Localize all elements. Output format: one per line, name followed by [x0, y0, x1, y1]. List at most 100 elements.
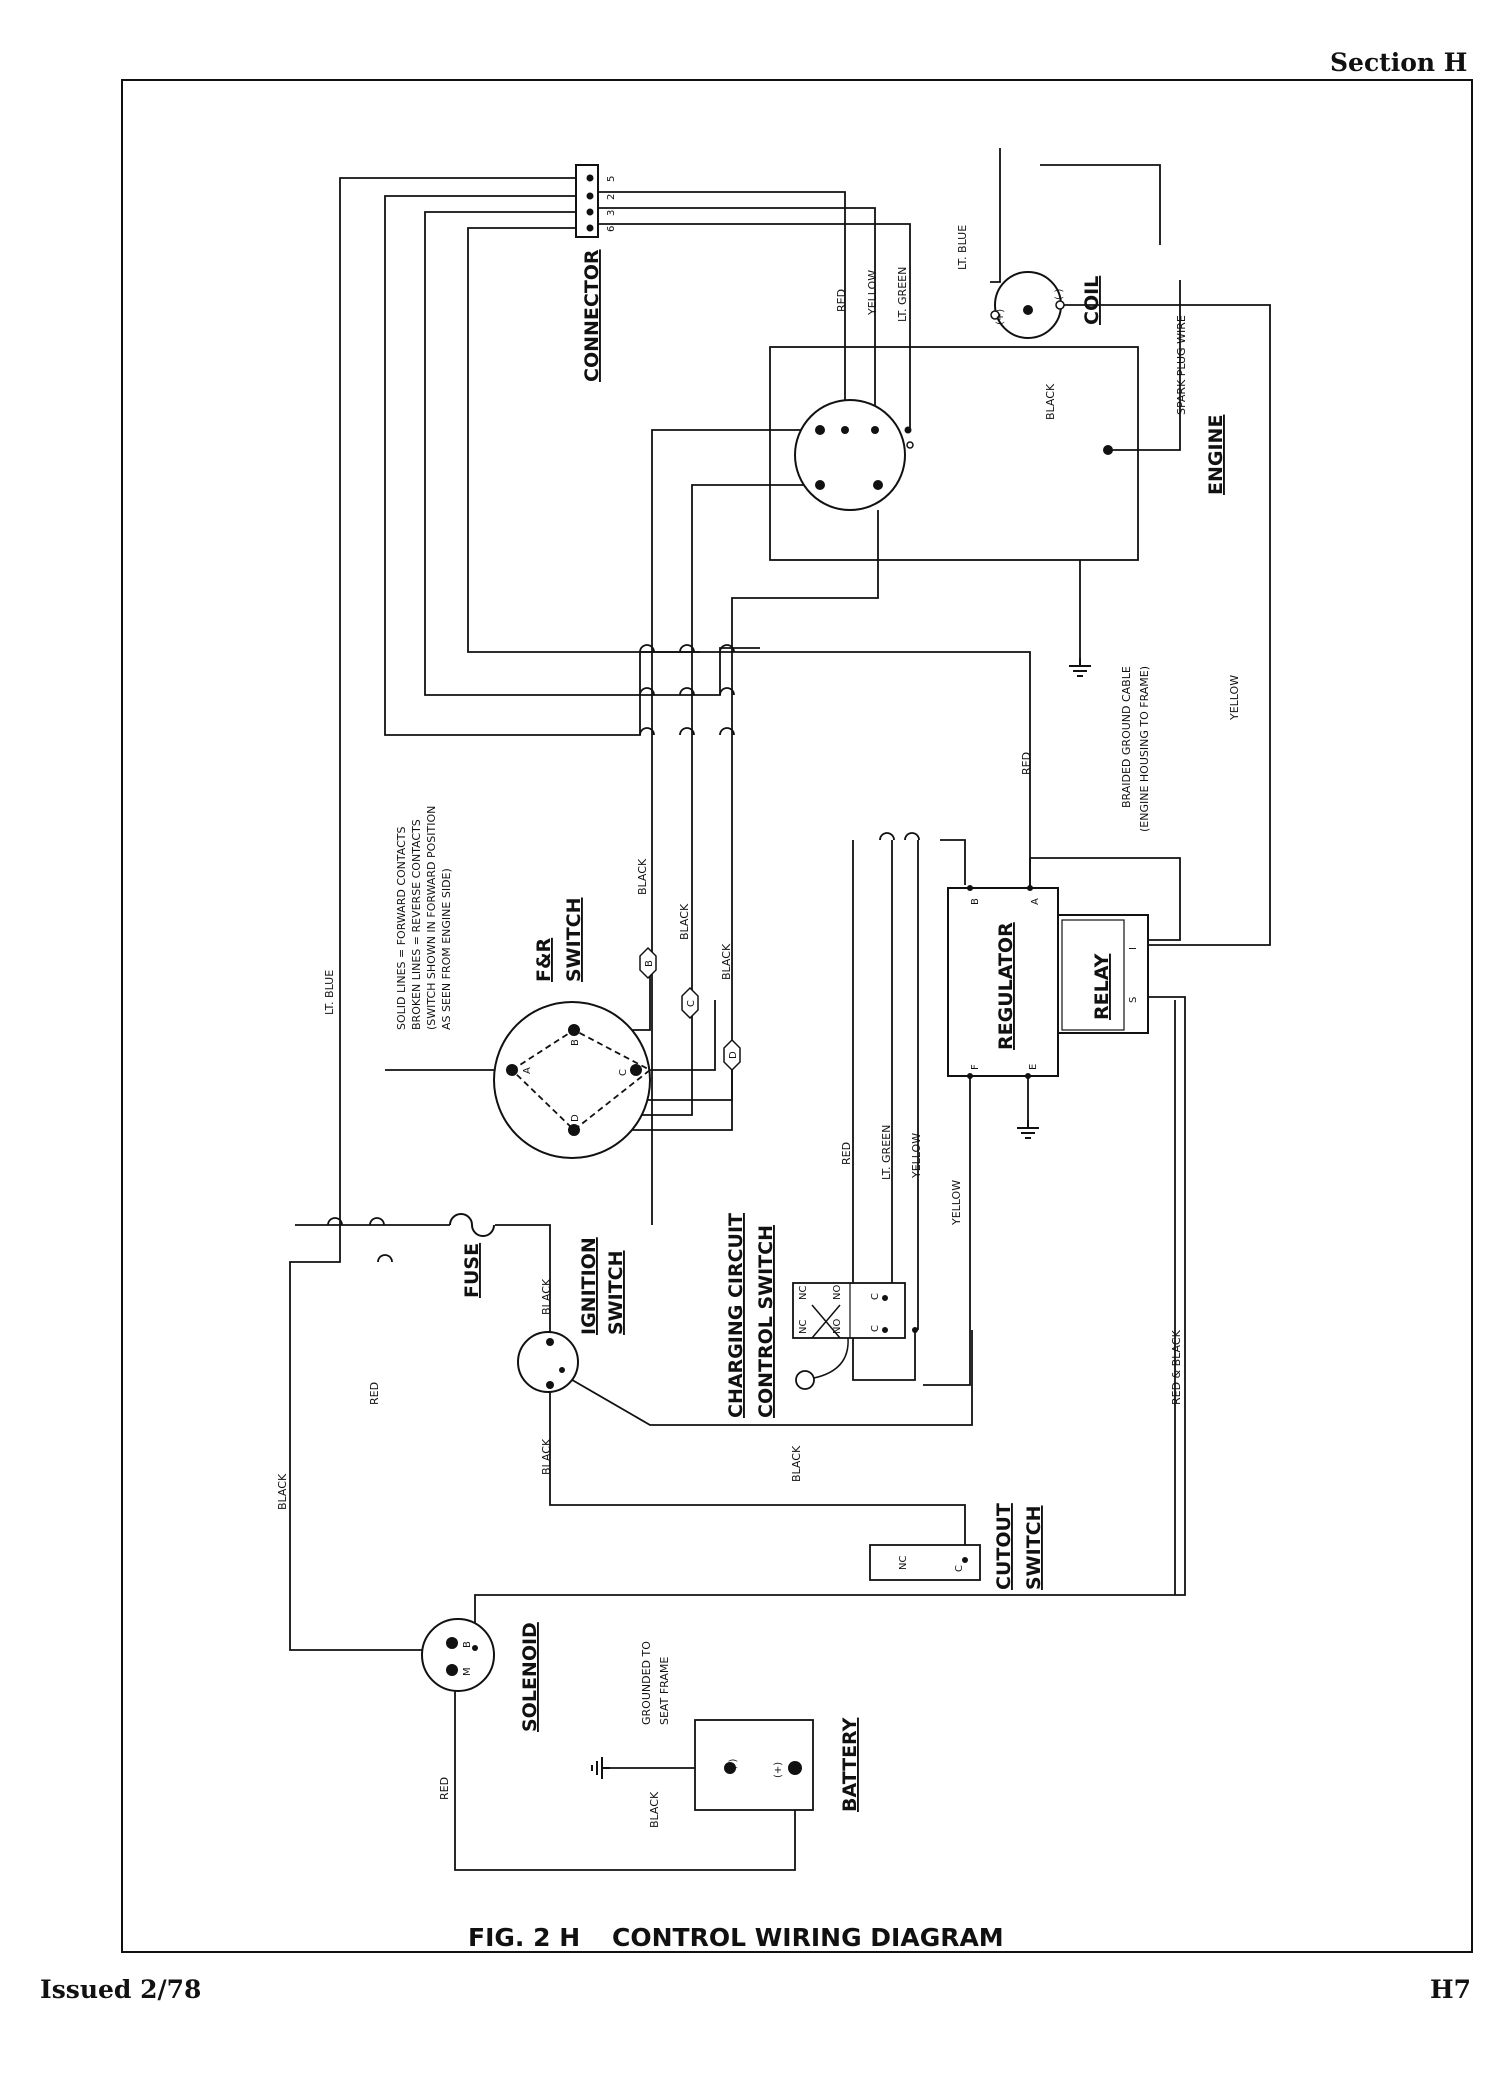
regulator-pin-b: B	[970, 898, 981, 905]
grounded-label-2: SEAT FRAME	[658, 1657, 671, 1725]
ground-cable-label-2: (ENGINE HOUSING TO FRAME)	[1138, 666, 1151, 832]
wire-label-red-black: RED & BLACK	[1170, 1329, 1183, 1405]
wire-label-yellow-charge: YELLOW	[910, 1133, 923, 1179]
charge-pin-nc2: NC	[798, 1286, 809, 1300]
wire-label-red: RED	[835, 289, 848, 312]
connector-label: CONNECTOR	[581, 249, 603, 382]
issued-date: Issued 2/78	[40, 1975, 202, 2004]
ground-cable-label-1: BRAIDED GROUND CABLE	[1120, 666, 1133, 808]
figure-title: CONTROL WIRING DIAGRAM	[612, 1923, 1004, 1952]
connector-pin-2: 2	[606, 194, 617, 200]
engine-label: ENGINE	[1205, 415, 1227, 495]
tag-c: C	[686, 1000, 697, 1007]
wire-label-spark-plug: SPARK PLUG WIRE	[1175, 315, 1188, 415]
coil-label: COIL	[1081, 276, 1103, 325]
solenoid-pin-m: M	[462, 1667, 473, 1676]
fr-switch-label-1: F&R	[533, 937, 555, 982]
charging-label-2: CONTROL SWITCH	[755, 1225, 777, 1418]
fuse-label: FUSE	[461, 1243, 483, 1298]
coil-pos-label: (+)	[995, 309, 1006, 325]
wire-label-black-d: BLACK	[720, 943, 733, 980]
connector-pin-5: 5	[606, 176, 617, 182]
cutout-switch-box	[869, 1544, 981, 1581]
fr-pin-c: C	[618, 1069, 629, 1076]
regulator-label: REGULATOR	[995, 922, 1017, 1050]
charge-pin-c2: C	[870, 1293, 881, 1300]
wire-label-yellow: YELLOW	[866, 270, 879, 316]
fuse-symbol	[449, 1213, 495, 1237]
note-line-3: (SWITCH SHOWN IN FORWARD POSITION	[425, 806, 438, 1030]
battery-label: BATTERY	[839, 1717, 861, 1812]
ignition-label-2: SWITCH	[605, 1250, 627, 1335]
relay-pin-i: I	[1128, 947, 1139, 950]
wire-label-black-b: BLACK	[636, 858, 649, 895]
battery-pos-label: (+)	[773, 1762, 784, 1778]
charge-pin-nc1: NC	[798, 1320, 809, 1334]
coil-neg-label: (-)	[1054, 288, 1065, 300]
charging-label-1: CHARGING CIRCUIT	[725, 1213, 747, 1418]
tag-d: D	[728, 1051, 739, 1059]
ground-symbol-engine	[1068, 657, 1092, 677]
engine-plug	[794, 399, 906, 511]
wire-label-black-ignition-top: BLACK	[540, 1278, 553, 1315]
connector-block: 5 2 3 6	[575, 164, 617, 238]
fr-pin-b: B	[570, 1039, 581, 1046]
grounded-label-1: GROUNDED TO	[640, 1641, 653, 1725]
wire-label-yellow-f: YELLOW	[950, 1180, 963, 1226]
relay-label: RELAY	[1091, 953, 1113, 1020]
solenoid-pin-b: B	[462, 1641, 473, 1648]
note-line-2: BROKEN LINES = REVERSE CONTACTS	[410, 819, 423, 1030]
relay-pin-s: S	[1128, 997, 1139, 1003]
note-line-4: AS SEEN FROM ENGINE SIDE)	[440, 868, 453, 1030]
cutout-pin-nc: NC	[898, 1556, 909, 1570]
wire-label-lt-green: LT. GREEN	[896, 267, 909, 322]
ground-symbol-battery	[591, 1757, 610, 1779]
regulator-pin-a: A	[1030, 898, 1041, 905]
wire-label-black-ignition-bottom: BLACK	[540, 1438, 553, 1475]
regulator-pin-e: E	[1028, 1064, 1039, 1070]
page-number: H7	[1430, 1975, 1472, 2004]
wire-crossings	[327, 644, 920, 1263]
cutout-pin-c: C	[954, 1565, 965, 1572]
wire-label-black-c: BLACK	[678, 903, 691, 940]
wire-label-red-regulator: RED	[1020, 752, 1033, 775]
wire-label-black-battery: BLACK	[648, 1791, 661, 1828]
wire-label-black-coil: BLACK	[1044, 383, 1057, 420]
wire-label-black-left: BLACK	[276, 1473, 289, 1510]
connector-pin-3: 3	[606, 210, 617, 216]
note-line-1: SOLID LINES = FORWARD CONTACTS	[395, 827, 408, 1030]
cutout-label-1: CUTOUT	[993, 1503, 1015, 1590]
relay-box	[1057, 914, 1149, 1034]
fr-pin-d: D	[570, 1114, 581, 1122]
wire-label-black-charge: BLACK	[790, 1445, 803, 1482]
charging-switch-box	[792, 1282, 906, 1339]
wire-label-red-battery: RED	[438, 1777, 451, 1800]
connector-pin-6: 6	[606, 226, 617, 232]
tag-b: B	[644, 960, 655, 967]
figure-number: FIG. 2 H	[468, 1923, 580, 1952]
page-frame	[121, 79, 1473, 1953]
wire-label-red-left: RED	[368, 1382, 381, 1405]
wires	[289, 148, 1271, 1871]
wire-label-red-charge: RED	[840, 1142, 853, 1165]
charge-pin-c1: C	[870, 1325, 881, 1332]
battery-neg-label: (-)	[728, 1758, 739, 1770]
charge-pin-no1: NO	[832, 1319, 843, 1334]
ground-symbol-regulator	[1016, 1119, 1040, 1139]
fr-switch-symbol	[493, 1001, 651, 1159]
solenoid-symbol	[421, 1618, 495, 1692]
wire-label-lt-blue-left: LT. BLUE	[323, 970, 336, 1015]
ignition-switch-symbol	[517, 1331, 579, 1393]
fr-switch-label-2: SWITCH	[563, 897, 585, 982]
cutout-label-2: SWITCH	[1023, 1505, 1045, 1590]
engine-housing	[769, 346, 1139, 561]
regulator-pin-f: F	[970, 1064, 981, 1070]
wire-label-lt-blue-coil: LT. BLUE	[956, 225, 969, 270]
section-label: Section H	[1330, 48, 1468, 77]
wire-label-yellow-right: YELLOW	[1228, 675, 1241, 721]
solenoid-label: SOLENOID	[519, 1622, 541, 1732]
regulator-box	[947, 887, 1059, 1077]
ignition-label-1: IGNITION	[578, 1237, 600, 1335]
charge-pin-no2: NO	[832, 1285, 843, 1300]
